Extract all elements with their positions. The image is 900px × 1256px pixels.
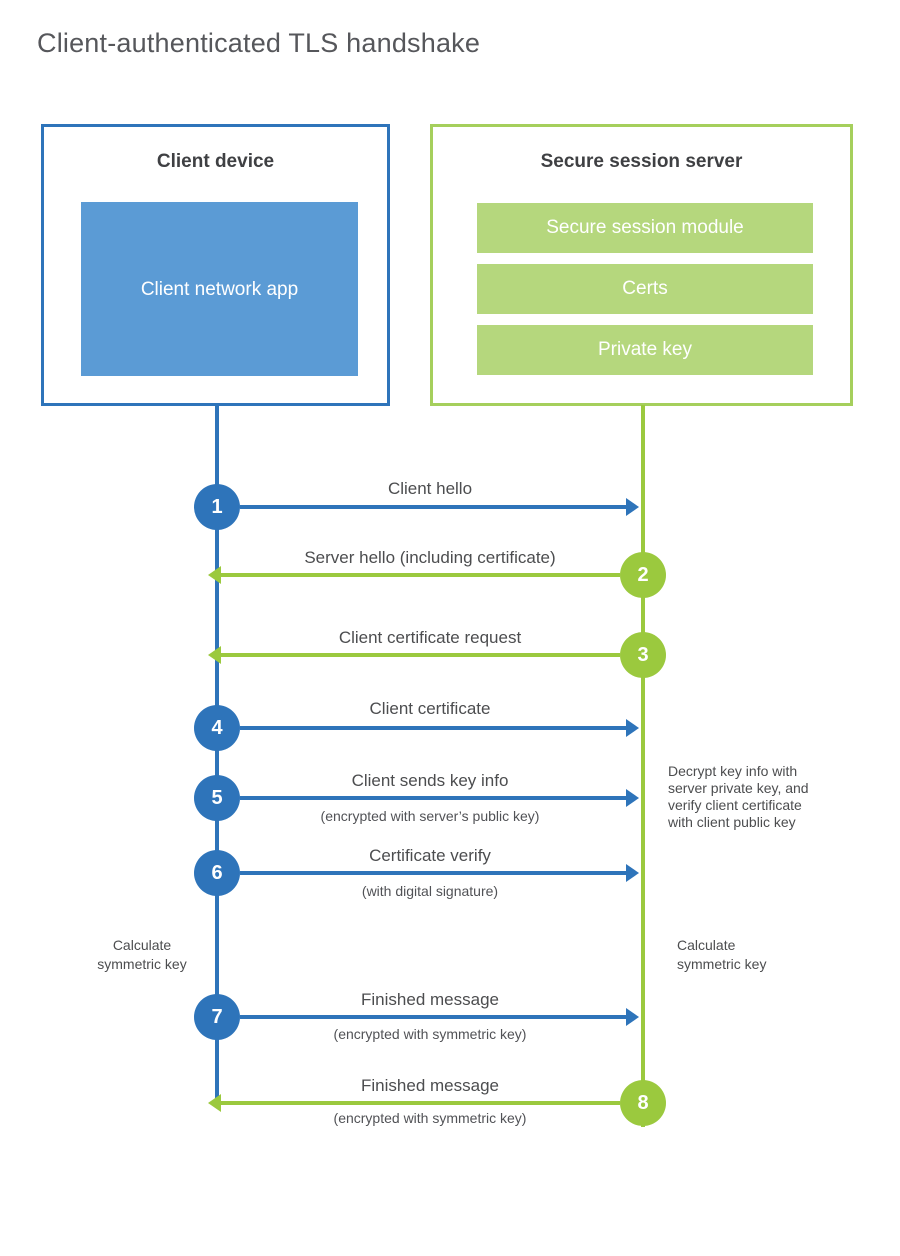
- step-4-marker: 4: [194, 705, 240, 751]
- server-lifeline: [641, 405, 645, 1127]
- step-2-arrow-left-icon: [208, 566, 620, 584]
- step-2-marker: 2: [620, 552, 666, 598]
- step-5-label: Client sends key info: [351, 771, 509, 790]
- step-1-arrow-right-icon: [240, 498, 639, 516]
- step-1-label: Client hello: [387, 479, 473, 498]
- server-calculate-key-note: Calculate symmetric key: [677, 937, 767, 972]
- step-1-marker: 1: [194, 484, 240, 530]
- server-box: Secure session server Secure session mod…: [430, 124, 853, 406]
- server-decrypt-note: Decrypt key info with server private key…: [668, 763, 809, 830]
- step-8-marker: 8: [620, 1080, 666, 1126]
- step-5-sublabel: (encrypted with server’s public key): [320, 808, 540, 824]
- client-device-box: Client device Client network app: [41, 124, 390, 406]
- step-6-marker: 6: [194, 850, 240, 896]
- step-6-sublabel: (with digital signature): [361, 883, 499, 899]
- step-5-marker: 5: [194, 775, 240, 821]
- step-6-arrow-right-icon: [240, 864, 639, 882]
- step-3-marker: 3: [620, 632, 666, 678]
- step-3-arrow-left-icon: [208, 646, 620, 664]
- page-title: Client-authenticated TLS handshake: [37, 28, 481, 58]
- client-lifeline: [215, 405, 219, 1105]
- client-network-app-box: Client network app: [81, 202, 358, 376]
- server-module-secure-session: Secure session module: [477, 203, 813, 253]
- client-calculate-key-note: Calculate symmetric key: [97, 937, 187, 972]
- step-5-arrow-right-icon: [240, 789, 639, 807]
- step-8-label: Finished message: [361, 1076, 499, 1095]
- step-6-label: Certificate verify: [369, 846, 491, 865]
- step-8-sublabel: (encrypted with symmetric key): [333, 1110, 527, 1126]
- client-device-heading: Client device: [156, 151, 275, 172]
- step-7-label: Finished message: [361, 990, 499, 1009]
- step-2-label: Server hello (including certificate): [304, 548, 556, 567]
- server-module-private-key: Private key: [477, 325, 813, 375]
- server-box-heading: Secure session server: [540, 151, 743, 172]
- step-7-sublabel: (encrypted with symmetric key): [333, 1026, 527, 1042]
- step-8-arrow-left-icon: [208, 1094, 620, 1112]
- step-7-marker: 7: [194, 994, 240, 1040]
- step-4-label: Client certificate: [369, 699, 491, 718]
- step-7-arrow-right-icon: [240, 1008, 639, 1026]
- step-4-arrow-right-icon: [240, 719, 639, 737]
- server-module-certs: Certs: [477, 264, 813, 314]
- step-3-label: Client certificate request: [338, 628, 522, 647]
